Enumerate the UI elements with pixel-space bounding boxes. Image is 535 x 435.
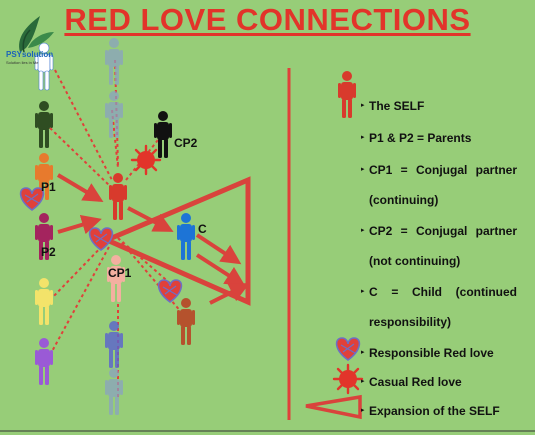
label-cp1: CP1 — [108, 266, 132, 280]
heart-icon — [88, 227, 114, 251]
person-icon-grandparent — [35, 101, 53, 148]
bullet-icon: ▸ — [361, 166, 365, 173]
legend-heart-icon — [335, 337, 361, 361]
bullet-icon: ▸ — [361, 227, 365, 234]
page-title: RED LOVE CONNECTIONS — [64, 2, 471, 37]
legend-responsible: Responsible Red love — [369, 346, 494, 360]
person-icon-grandchild — [177, 298, 195, 345]
legend-person-icon — [338, 71, 356, 118]
legend-cp1-line1: CP1 = Conjugal partner — [369, 163, 517, 177]
bullet-icon: ▸ — [361, 134, 365, 141]
expansion-triangle-icon — [100, 176, 251, 306]
legend-splat-icon — [332, 363, 364, 395]
bullet-icon: ▸ — [361, 378, 365, 385]
legend-cp1-line2: (continuing) — [369, 193, 439, 207]
bullet-icon: ▸ — [361, 102, 365, 109]
logo-tagline: Solution lies in Me — [6, 60, 39, 65]
person-icon-sibling — [35, 338, 53, 385]
person-icon-faded — [105, 38, 123, 85]
label-p2: P2 — [41, 245, 56, 259]
logo-brand: PSYsolution — [6, 50, 54, 59]
heart-icon — [157, 279, 183, 303]
legend-parents: P1 & P2 = Parents — [369, 131, 472, 145]
person-icon-child — [177, 213, 195, 260]
legend-cp2-line1: CP2 = Conjugal partner — [369, 224, 517, 238]
label-c: C — [198, 222, 207, 236]
bullet-icon: ▸ — [361, 349, 365, 356]
bullet-icon: ▸ — [361, 407, 365, 414]
label-cp2: CP2 — [174, 136, 198, 150]
person-icon-sibling — [35, 278, 53, 325]
legend-expansion-icon — [305, 394, 362, 420]
legend-c-line1: C = Child (continued — [369, 285, 517, 299]
splat-icon — [130, 144, 162, 176]
person-icon-faded — [105, 321, 123, 368]
legend-c-line2: responsibility) — [369, 315, 452, 329]
logo-icon — [19, 16, 54, 53]
legend-self: The SELF — [369, 99, 425, 113]
label-p1: P1 — [41, 180, 56, 194]
heart-icon — [19, 187, 45, 211]
person-icon-faded — [105, 368, 123, 415]
bullet-icon: ▸ — [361, 288, 365, 295]
person-icon-self — [109, 173, 127, 220]
legend-cp2-line2: (not continuing) — [369, 254, 461, 268]
legend-expansion: Expansion of the SELF — [369, 404, 500, 418]
person-icon-faded — [105, 91, 123, 138]
legend-casual: Casual Red love — [369, 375, 462, 389]
